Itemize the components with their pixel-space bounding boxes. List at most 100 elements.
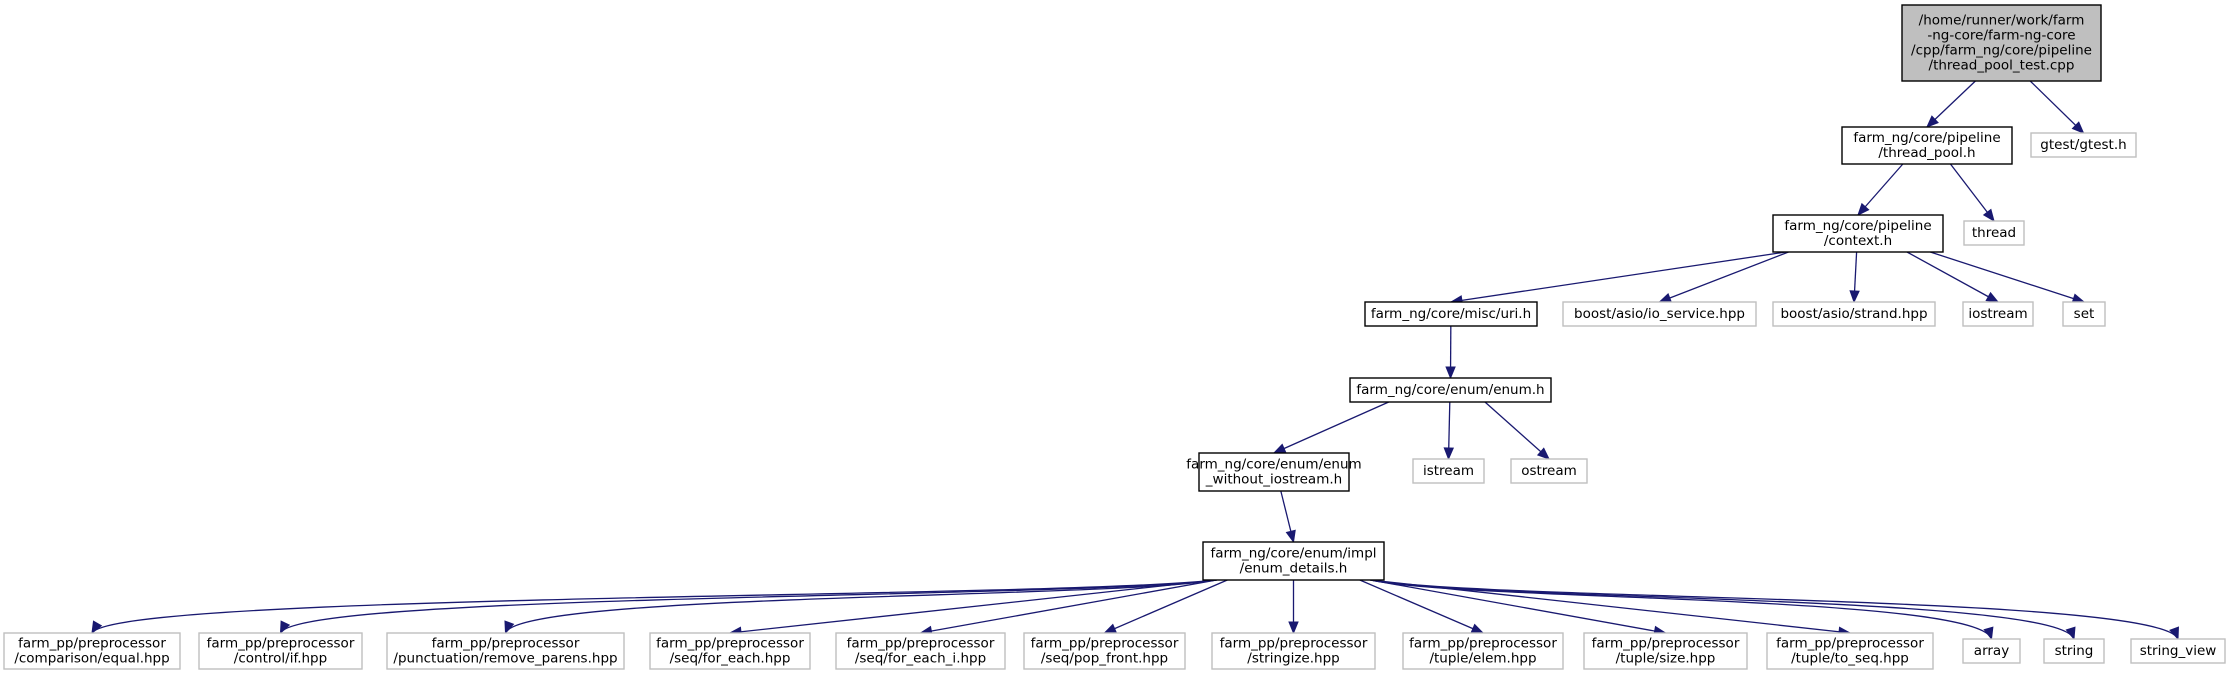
node-label-line: /home/runner/work/farm [1919, 13, 2085, 29]
node-equal[interactable]: farm_pp/preprocessor/comparison/equal.hp… [3, 632, 181, 670]
edge-enum-h-to-istream [1443, 401, 1455, 461]
node-size[interactable]: farm_pp/preprocessor/tuple/size.hpp [1583, 632, 1748, 670]
node-label-line: farm_pp/preprocessor [207, 636, 355, 652]
node-gtest[interactable]: gtest/gtest.h [2030, 132, 2137, 158]
edge-line [1906, 251, 1999, 303]
node-label-line: /thread_pool.h [1878, 145, 1975, 161]
edge-enum-details-to-stringize [1288, 580, 1299, 635]
node-enum-details[interactable]: farm_ng/core/enum/impl/enum_details.h [1202, 541, 1385, 581]
node-enum-wo[interactable]: farm_ng/core/enum/enum_without_iostream.… [1186, 452, 1362, 492]
edge-line [1450, 251, 1786, 303]
node-box [1583, 632, 1748, 670]
node-root[interactable]: /home/runner/work/farm-ng-core/farm-ng-c… [1901, 4, 2102, 82]
edge-line [279, 579, 1217, 634]
node-uri-h[interactable]: farm_ng/core/misc/uri.h [1364, 301, 1538, 327]
node-thread[interactable]: thread [1963, 220, 2025, 246]
node-box [1402, 632, 1564, 670]
node-string[interactable]: string [2043, 638, 2105, 664]
node-box [1023, 632, 1186, 670]
edge-context-h-to-uri-h [1449, 251, 1786, 306]
node-string-view[interactable]: string_view [2130, 638, 2226, 664]
arrowhead [91, 620, 103, 635]
node-pop-front[interactable]: farm_pp/preprocessor/seq/pop_front.hpp [1023, 632, 1186, 670]
arrowhead [1272, 443, 1287, 454]
node-box [1962, 638, 2021, 664]
node-label-line: farm_ng/core/enum/impl [1210, 546, 1376, 562]
node-label-line: /punctuation/remove_parens.hpp [393, 651, 617, 667]
arrowhead [1857, 202, 1870, 216]
edge-line [1370, 579, 1666, 634]
node-array[interactable]: array [1962, 638, 2021, 664]
arrowhead [1982, 208, 1995, 223]
node-box [1364, 301, 1538, 327]
arrowhead [1926, 115, 1939, 128]
node-label-line: /stringize.hpp [1247, 651, 1339, 667]
node-ostream[interactable]: ostream [1510, 458, 1588, 484]
node-box [835, 632, 1006, 670]
arrowhead [1285, 529, 1296, 544]
node-for-each-i[interactable]: farm_pp/preprocessor/seq/for_each_i.hpp [835, 632, 1006, 670]
node-box [1412, 458, 1485, 484]
node-label-line: /control/if.hpp [234, 651, 327, 667]
node-label-line: /thread_pool_test.cpp [1929, 58, 2075, 74]
arrowhead [504, 620, 515, 635]
node-label-line: _without_iostream.h [1205, 472, 1342, 488]
node-label-line: array [1974, 643, 2009, 659]
node-label-line: -ng-core/farm-ng-core [1927, 28, 2075, 44]
node-io-service[interactable]: boost/asio/io_service.hpp [1562, 301, 1757, 327]
edge-line [91, 579, 1217, 634]
arrowhead [1983, 626, 1994, 641]
node-box [3, 632, 181, 670]
node-label-line: /comparison/equal.hpp [14, 651, 169, 667]
node-label-line: gtest/gtest.h [2040, 137, 2126, 153]
node-label-line: boost/asio/io_service.hpp [1574, 306, 1745, 322]
edge-enum-details-to-for-each [728, 579, 1217, 637]
arrowhead [2065, 626, 2076, 641]
node-box [386, 632, 625, 670]
node-context-h[interactable]: farm_ng/core/pipeline/context.h [1772, 214, 1944, 253]
node-iostream[interactable]: iostream [1962, 301, 2034, 327]
edge-thread-pool-h-to-context-h [1857, 163, 1904, 216]
node-elem[interactable]: farm_pp/preprocessor/tuple/elem.hpp [1402, 632, 1564, 670]
arrowhead [1985, 291, 2000, 303]
node-to-seq[interactable]: farm_pp/preprocessor/tuple/to_seq.hpp [1766, 632, 1934, 670]
edge-line [1370, 579, 2179, 640]
node-box [1349, 377, 1552, 403]
node-box [1963, 220, 2025, 246]
node-enum-h[interactable]: farm_ng/core/enum/enum.h [1349, 377, 1552, 403]
edge-line [1359, 579, 1484, 634]
node-box [1766, 632, 1934, 670]
node-stringize[interactable]: farm_pp/preprocessor/stringize.hpp [1211, 632, 1376, 670]
node-thread-pool-h[interactable]: farm_ng/core/pipeline/thread_pool.h [1841, 126, 2013, 165]
node-for-each[interactable]: farm_pp/preprocessor/seq/for_each.hpp [649, 632, 811, 670]
node-box [1962, 301, 2034, 327]
node-label-line: /context.h [1824, 233, 1892, 249]
edge-enum-details-to-if [279, 579, 1217, 635]
node-box [1198, 452, 1350, 492]
node-set[interactable]: set [2062, 301, 2106, 327]
node-box [649, 632, 811, 670]
node-if[interactable]: farm_pp/preprocessor/control/if.hpp [198, 632, 363, 670]
node-label-line: string_view [2140, 643, 2217, 659]
node-label-line: /tuple/elem.hpp [1429, 651, 1536, 667]
arrowhead [1536, 447, 1550, 460]
arrowhead [1445, 366, 1456, 380]
edge-line [1949, 163, 1995, 222]
node-istream[interactable]: istream [1412, 458, 1485, 484]
node-strand[interactable]: boost/asio/strand.hpp [1772, 301, 1936, 327]
node-label-line: farm_pp/preprocessor [432, 636, 580, 652]
edge-thread-pool-h-to-thread [1949, 163, 1995, 223]
node-label-line: set [2074, 306, 2095, 322]
edge-line [729, 579, 1217, 634]
node-label-line: farm_pp/preprocessor [1220, 636, 1368, 652]
node-label-line: farm_ng/core/pipeline [1784, 218, 1931, 234]
node-box [1510, 458, 1588, 484]
edge-enum-h-to-enum-wo [1272, 401, 1389, 454]
node-label-line: farm_pp/preprocessor [847, 636, 995, 652]
node-box [2130, 638, 2226, 664]
node-remove-parens[interactable]: farm_pp/preprocessor/punctuation/remove_… [386, 632, 625, 670]
node-label-line: string [2055, 643, 2094, 659]
node-label-line: /cpp/farm_ng/core/pipeline [1911, 43, 2092, 59]
edge-line [1104, 579, 1228, 634]
node-box [1841, 126, 2013, 165]
